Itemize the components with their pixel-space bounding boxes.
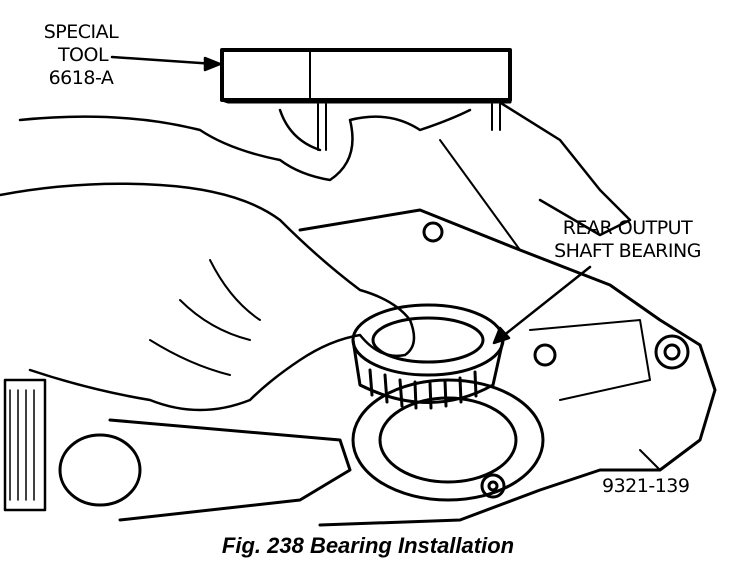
upper-hand [18, 108, 472, 182]
lower-hand [0, 182, 416, 412]
figure-id: 9321-139 [602, 475, 690, 497]
figure-id-leader [639, 449, 661, 471]
bearing-label: REAR OUTPUT SHAFT BEARING [545, 217, 710, 263]
bearing-label-line2: SHAFT BEARING [554, 240, 701, 262]
output-shaft [3, 378, 352, 522]
figure-caption: Fig. 238 Bearing Installation [221, 533, 515, 558]
bearing-leader [492, 265, 592, 345]
bearing-label-line1: REAR OUTPUT [562, 217, 693, 239]
special-tool-label-line1: SPECIAL [43, 21, 119, 43]
special-tool-label-line2: TOOL [57, 44, 109, 66]
rear-output-shaft-bearing [351, 303, 505, 410]
special-tool-label-line3: 6618-A [48, 67, 114, 89]
bearing-installation-illustration [0, 48, 717, 527]
seal-bore [351, 378, 545, 502]
special-tool-leader [110, 55, 222, 72]
special-tool-label: SPECIAL TOOL 6618-A [41, 21, 121, 90]
special-tool-6618-a [220, 48, 512, 151]
